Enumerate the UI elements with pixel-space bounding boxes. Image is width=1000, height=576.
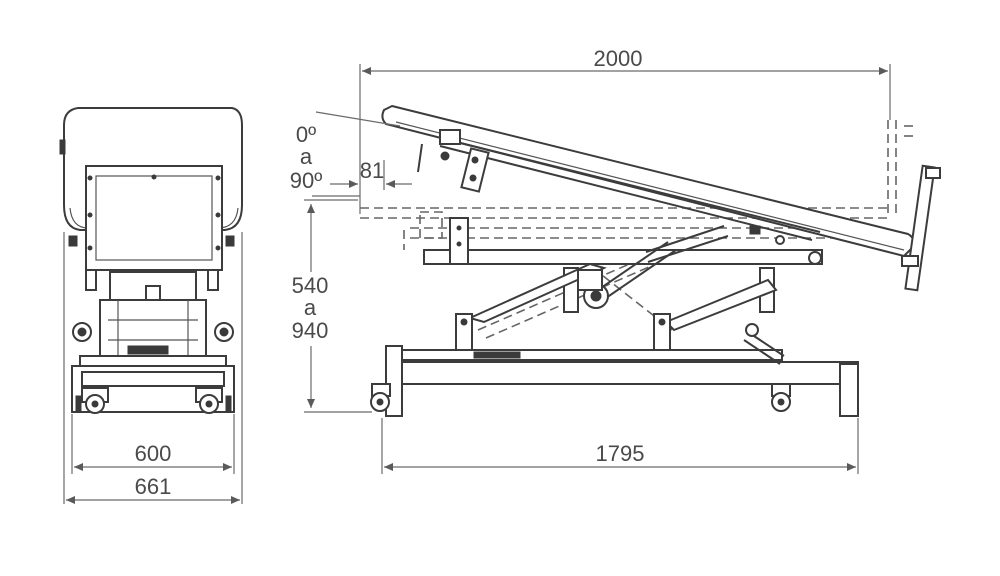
height-label-line3: 940	[292, 318, 329, 343]
width-661-label: 661	[135, 474, 172, 499]
front-head-panel	[85, 165, 223, 271]
angle-label-line2: a	[300, 144, 313, 169]
side-headboard	[904, 164, 936, 292]
angle-label-line1: 0º	[296, 122, 316, 147]
width-600-label: 600	[135, 441, 172, 466]
angle-label-line3: 90º	[290, 168, 323, 193]
height-label-line1: 540	[292, 273, 329, 298]
side-view	[360, 104, 941, 417]
offset-81-label: 81	[360, 158, 384, 183]
side-frame-rail	[423, 249, 823, 265]
length-2000-label: 2000	[594, 46, 643, 71]
height-label-line2: a	[304, 295, 317, 320]
front-dimensions: 600 661	[63, 232, 243, 504]
side-base-frame	[385, 361, 859, 385]
side-dimensions: 2000 0º a 90º 81 540 a 940 1795	[290, 46, 891, 474]
front-view	[59, 107, 243, 414]
length-1795-label: 1795	[596, 441, 645, 466]
